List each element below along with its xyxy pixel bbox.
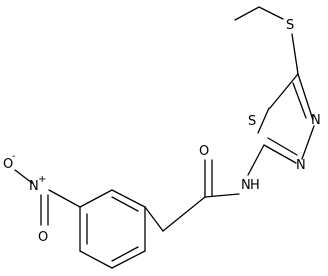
bond-aryl-5 (111, 250, 146, 269)
bond-n3-n4 (301, 125, 315, 160)
bond-c5-s-ring (269, 73, 299, 109)
bond-n4-c5 (297, 73, 314, 121)
bond-n-amide-carbonyl (204, 193, 240, 198)
atom-thioether-sulfur: S (286, 18, 294, 33)
atom-nitro-positive-charge: + (38, 174, 46, 185)
bond-n4-c5-double (292, 82, 307, 119)
bond-ethyl-ch3-ch2 (234, 6, 260, 21)
bond-aryl-2 (79, 189, 113, 208)
atom-amide-nitrogen: N (241, 178, 251, 193)
atom-ring-sulfur: S (248, 114, 256, 129)
bond-aryl-nitro (48, 189, 81, 208)
atom-nitro-nitrogen: N (29, 179, 39, 194)
atom-nitro-negative-charge: - (12, 151, 16, 162)
bond-ethyl-ch2-s (258, 6, 284, 20)
bond-carbonyl-ch2 (162, 196, 206, 232)
bond-aryl-inner-3 (111, 246, 139, 262)
atom-carbonyl-oxygen: O (199, 144, 209, 159)
bond-c2-n3 (263, 144, 297, 164)
atom-nitro-oxygen-left: O (3, 157, 13, 172)
bond-nitro-o-left (14, 169, 33, 184)
bond-aryl-1 (111, 189, 146, 208)
atom-amide-hydrogen: H (250, 178, 260, 193)
bond-aryl-inner-1 (111, 196, 139, 212)
bond-ch2-aryl (144, 206, 164, 232)
atom-ring-nitrogen-lower: N (296, 158, 306, 173)
bond-s-c5 (291, 33, 299, 75)
bond-aryl-4 (79, 250, 113, 269)
bond-c2-n-amide (247, 144, 265, 176)
atom-nitro-oxygen-bottom: O (38, 230, 48, 245)
atom-ring-nitrogen-upper: N (311, 113, 321, 128)
bond-c2-n3-double (267, 137, 298, 156)
bond-s-ring-c2 (257, 107, 270, 134)
